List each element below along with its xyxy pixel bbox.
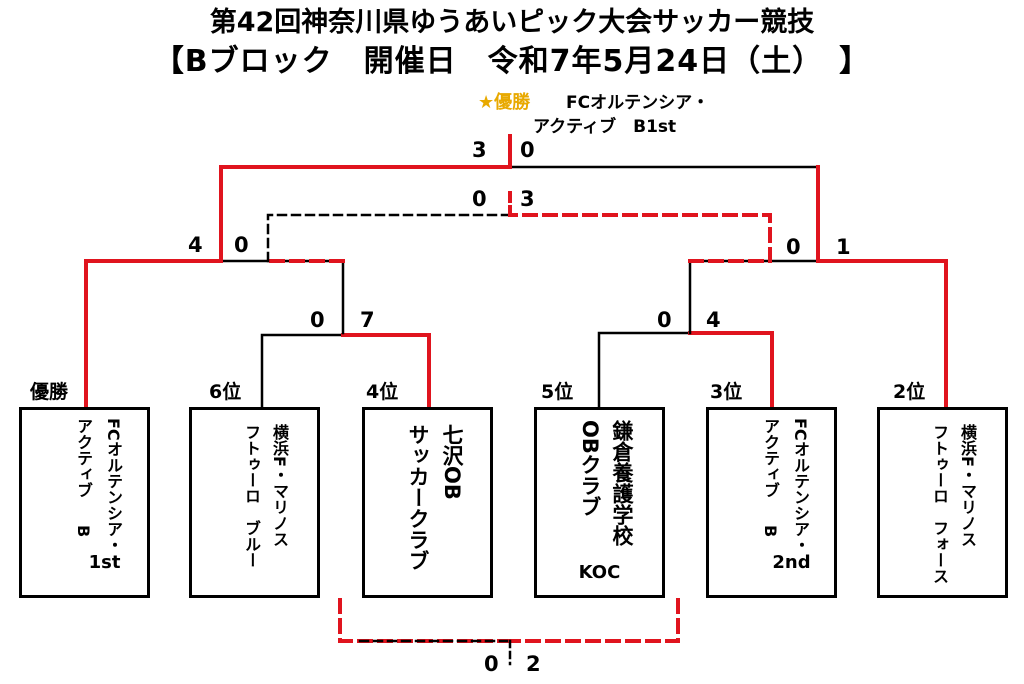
team-name-suffix: 2nd	[772, 552, 811, 573]
team-name-line1: 鎌倉養護学校	[610, 420, 634, 546]
third-place-score-a: 0	[472, 187, 487, 211]
final-score-a: 3	[472, 138, 487, 162]
champion-name-line1: FCオルテンシア・	[566, 93, 710, 113]
semi-right-score-a: 0	[786, 235, 801, 259]
team-name-line2: OBクラブ	[578, 420, 602, 517]
r1-right-score-b: 4	[706, 308, 721, 332]
team-name-line1: FCオルテンシア・	[104, 418, 123, 553]
team-name-line1: 横浜F・マリノス	[958, 424, 977, 547]
r1-left-score-a: 0	[310, 308, 325, 332]
fifth-place-left	[338, 598, 512, 643]
r1-right-loser-line	[597, 331, 692, 409]
fifth-place-score-a: 0	[484, 652, 499, 676]
team-name-line2: アクティブ	[74, 418, 93, 498]
team-name-line1: FCオルテンシア・	[791, 418, 810, 553]
final-winner-line	[219, 165, 512, 263]
r1-left-score-b: 7	[360, 308, 375, 332]
team-name-line1: 横浜F・マリノス	[270, 424, 289, 547]
third-place-left	[266, 213, 512, 263]
team-name-line2: アクティブ	[761, 418, 780, 498]
semi-right-winner-line	[816, 259, 948, 409]
team-name-suffix: KOC	[578, 562, 621, 583]
champion-label: ★優勝	[478, 92, 531, 113]
team-name-line2: フトゥーロ ブルー	[242, 424, 261, 568]
team-box-b2nd: FCオルテンシア・ アクティブ B 2nd	[706, 407, 837, 598]
champion-name-line2: アクティブ B1st	[533, 117, 677, 137]
semi-left-score-b: 0	[234, 233, 249, 257]
team-box-kamakura: 鎌倉養護学校 OBクラブ KOC	[534, 407, 665, 598]
team-name-line2b: B	[74, 525, 93, 538]
r1-right-score-a: 0	[657, 308, 672, 332]
semi-right-score-b: 1	[836, 235, 851, 259]
team-name-line2: フトゥーロ フォース	[930, 424, 949, 584]
team-box-futuro-force: 横浜F・マリノス フトゥーロ フォース	[877, 407, 1008, 598]
semi-left-loser-line	[219, 259, 345, 335]
team-rank: 5位	[541, 381, 574, 403]
third-place-score-b: 3	[520, 187, 535, 211]
fifth-place-right	[508, 598, 680, 643]
fifth-place-score-b: 2	[526, 652, 541, 676]
team-name-line1: 七沢OB	[440, 424, 464, 500]
team-box-futuro-blue: 横浜F・マリノス フトゥーロ ブルー	[189, 407, 320, 598]
final-score-b: 0	[520, 138, 535, 162]
page-title: 第42回神奈川県ゆうあいピック大会サッカー競技	[209, 7, 815, 38]
r1-right-winner-line	[688, 331, 774, 409]
semi-left-score-a: 4	[188, 233, 203, 257]
team-box-nanasawa: 七沢OB サッカークラブ	[362, 407, 493, 598]
third-place-right	[508, 213, 772, 263]
team-rank: 2位	[893, 381, 926, 403]
team-box-b1st: FCオルテンシア・ アクティブ B 1st	[19, 407, 150, 598]
team-name-line2: サッカークラブ	[406, 424, 430, 571]
team-name-suffix: 1st	[88, 552, 121, 573]
semi-left-winner-line	[84, 259, 223, 409]
r1-left-winner-line	[341, 333, 431, 409]
r1-left-loser-line	[260, 333, 345, 409]
team-rank: 優勝	[30, 381, 69, 403]
block-date-subtitle: 【Bブロック 開催日 令和7年5月24日（土） 】	[153, 44, 871, 79]
team-rank: 4位	[366, 381, 399, 403]
team-rank: 6位	[209, 381, 242, 403]
team-name-line2b: B	[761, 525, 780, 538]
team-rank: 3位	[710, 381, 743, 403]
